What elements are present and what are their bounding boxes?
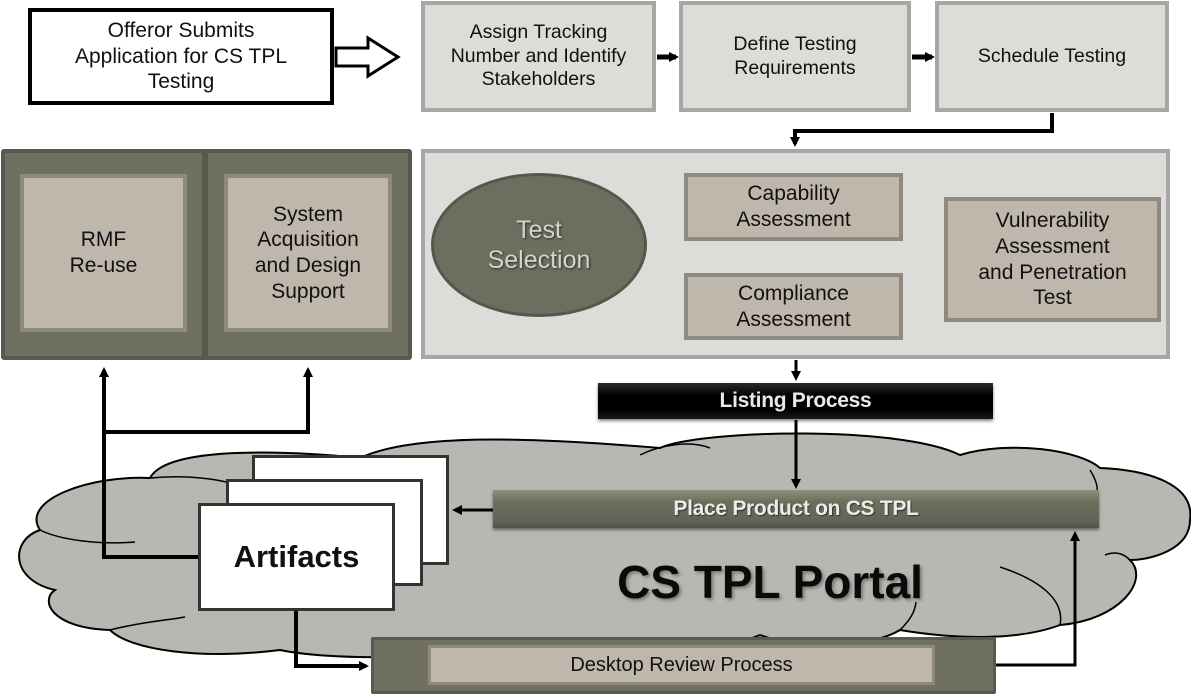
rmf-reuse-box: RMF Re-use <box>20 174 187 332</box>
place-product-bar: Place Product on CS TPL <box>493 490 1099 528</box>
portal-title-label: CS TPL Portal <box>617 556 923 608</box>
place-product-label: Place Product on CS TPL <box>673 497 919 520</box>
submit-arrow-icon <box>334 35 401 79</box>
listing-process-bar: Listing Process <box>598 383 993 419</box>
capability-assessment-box: Capability Assessment <box>684 173 903 241</box>
capability-assessment-label: Capability Assessment <box>736 182 851 231</box>
arrow-schedule-to-testing <box>790 113 1054 147</box>
define-requirements-label: Define Testing Requirements <box>733 32 857 79</box>
schedule-testing-box: Schedule Testing <box>935 1 1169 112</box>
desktop-review-box: Desktop Review Process <box>428 645 935 685</box>
listing-process-label: Listing Process <box>719 389 872 412</box>
system-acquisition-box: System Acquisition and Design Support <box>224 174 392 332</box>
test-selection-node: Test Selection <box>431 173 647 317</box>
assign-tracking-box: Assign Tracking Number and Identify Stak… <box>421 1 656 112</box>
offeror-submits-label: Offeror Submits Application for CS TPL T… <box>74 19 288 94</box>
schedule-testing-label: Schedule Testing <box>977 44 1127 67</box>
test-selection-label: Test Selection <box>487 215 591 275</box>
assign-tracking-label: Assign Tracking Number and Identify Stak… <box>450 20 627 91</box>
artifacts-label: Artifacts <box>233 539 360 574</box>
support-panel-divider <box>202 151 208 358</box>
system-acquisition-label: System Acquisition and Design Support <box>254 202 362 303</box>
rmf-reuse-label: RMF Re-use <box>69 228 138 277</box>
arrow-artifacts-to-sysacq <box>104 367 313 434</box>
define-requirements-box: Define Testing Requirements <box>679 1 911 112</box>
vulnerability-assessment-label: Vulnerability Assessment and Penetration… <box>978 209 1127 310</box>
offeror-submits-box: Offeror Submits Application for CS TPL T… <box>28 8 334 105</box>
compliance-assessment-box: Compliance Assessment <box>684 273 903 340</box>
portal-cloud <box>18 432 1191 659</box>
desktop-review-label: Desktop Review Process <box>570 653 793 676</box>
arrow-artifacts-to-desktop <box>294 611 369 671</box>
portal-title: CS TPL Portal <box>560 548 980 616</box>
arrow-desktop-to-place <box>996 531 1080 667</box>
vulnerability-assessment-box: Vulnerability Assessment and Penetration… <box>944 197 1161 322</box>
artifacts-box: Artifacts <box>198 503 395 611</box>
compliance-assessment-label: Compliance Assessment <box>736 281 851 331</box>
